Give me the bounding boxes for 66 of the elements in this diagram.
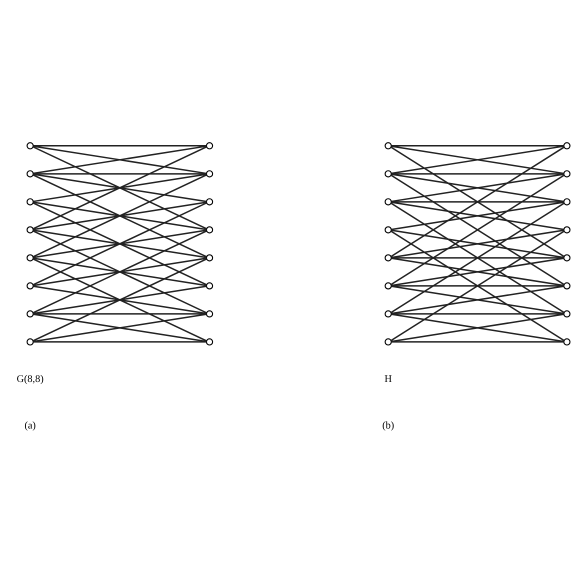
connector (390, 174, 564, 286)
connector (391, 230, 564, 258)
label: (a) (24, 420, 36, 432)
node-circle (384, 282, 392, 290)
connector (390, 230, 564, 342)
node-circle (563, 198, 571, 206)
connector (33, 173, 206, 175)
connector (33, 145, 207, 174)
node-circle (26, 254, 34, 262)
connector (391, 314, 564, 342)
node-circle (563, 310, 571, 318)
node-circle (384, 338, 392, 346)
node-circle (26, 338, 34, 346)
connector (391, 341, 564, 343)
node-circle (384, 142, 392, 150)
node-circle (26, 142, 34, 150)
node-circle (563, 338, 571, 346)
node-circle (206, 338, 214, 346)
node-circle (206, 310, 214, 318)
connector (391, 145, 564, 147)
connector (33, 173, 207, 202)
node-circle (206, 170, 214, 178)
connector (391, 257, 564, 259)
node-circle (563, 254, 571, 262)
connector (32, 202, 207, 286)
node-circle (384, 170, 392, 178)
connector (391, 201, 564, 203)
node-circle (563, 142, 571, 150)
node-circle (206, 254, 214, 262)
node-circle (384, 198, 392, 206)
connector (391, 285, 564, 287)
connector (390, 146, 564, 258)
node-circle (26, 170, 34, 178)
connector (33, 314, 207, 342)
node-circle (26, 226, 34, 234)
node-circle (206, 142, 214, 150)
node-circle (384, 226, 392, 234)
connector (391, 173, 564, 202)
connector (33, 145, 206, 147)
connector (391, 258, 564, 286)
node-circle (384, 254, 392, 262)
node-circle (206, 226, 214, 234)
node-circle (206, 198, 214, 206)
connector (390, 202, 564, 314)
label: G(8,8) (16, 374, 44, 385)
node-circle (563, 226, 571, 234)
label: H (384, 374, 392, 385)
connector (33, 286, 207, 314)
connector (391, 145, 564, 174)
connector (391, 313, 564, 315)
connector (33, 313, 206, 315)
connector (33, 341, 206, 343)
connector (32, 146, 207, 230)
connector (33, 230, 207, 258)
connector (33, 258, 207, 286)
node-circle (563, 282, 571, 290)
node-circle (26, 198, 34, 206)
node-circle (206, 282, 214, 290)
label: (b) (382, 420, 394, 432)
node-circle (384, 310, 392, 318)
connector (391, 286, 564, 314)
node-circle (563, 170, 571, 178)
connector (391, 173, 564, 175)
node-circle (26, 282, 34, 290)
node-circle (26, 310, 34, 318)
connector (32, 174, 207, 258)
